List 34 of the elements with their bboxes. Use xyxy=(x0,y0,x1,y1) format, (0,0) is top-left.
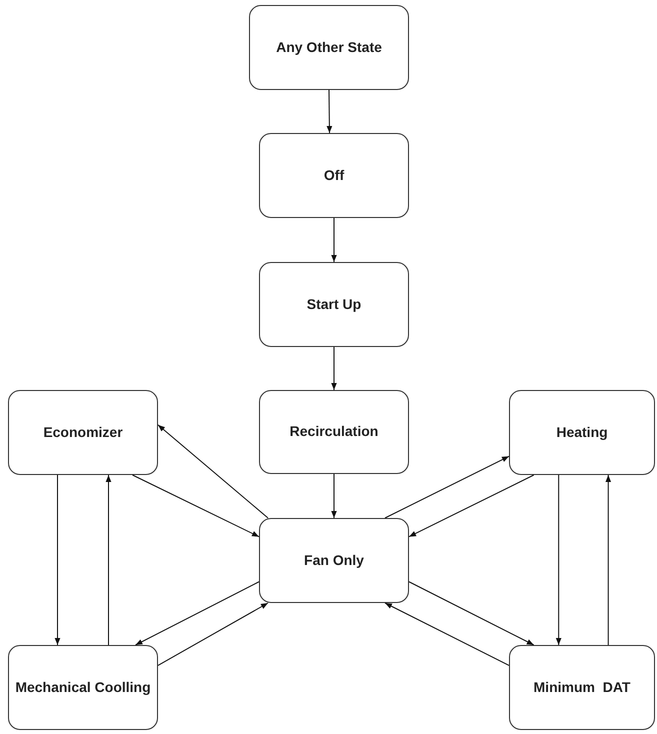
arrow xyxy=(132,474,260,538)
arrow xyxy=(158,424,268,518)
state-box xyxy=(509,645,655,730)
state-label: Economizer xyxy=(43,424,123,442)
arrow xyxy=(326,90,332,134)
arrow xyxy=(605,474,612,646)
arrow xyxy=(158,602,268,666)
state-box xyxy=(8,390,158,475)
state-label: Minimum DAT xyxy=(534,678,630,696)
arrow xyxy=(331,346,337,390)
state-label: Heating xyxy=(556,424,608,442)
state-box xyxy=(259,390,409,474)
state-box xyxy=(509,390,655,475)
arrow xyxy=(556,474,562,646)
state-label: Recirculation xyxy=(290,423,378,441)
arrow xyxy=(384,456,510,518)
state-label: Start Up xyxy=(306,296,362,314)
state-box xyxy=(259,133,409,218)
arrow xyxy=(106,474,112,646)
arrow xyxy=(135,581,260,646)
arrow xyxy=(331,474,337,518)
arrow xyxy=(331,218,337,262)
state-label: Mechanical Coolling xyxy=(15,678,151,696)
state-box xyxy=(249,5,409,90)
state-box xyxy=(259,518,409,603)
state-label: Off xyxy=(324,166,344,184)
arrow xyxy=(408,581,534,646)
state-box xyxy=(8,645,158,730)
state-label: Any Other State xyxy=(276,38,382,56)
arrow xyxy=(408,474,534,538)
state-label: Fan Only xyxy=(304,552,364,570)
state-box xyxy=(259,262,409,347)
arrow xyxy=(384,602,510,666)
arrow xyxy=(54,474,60,646)
